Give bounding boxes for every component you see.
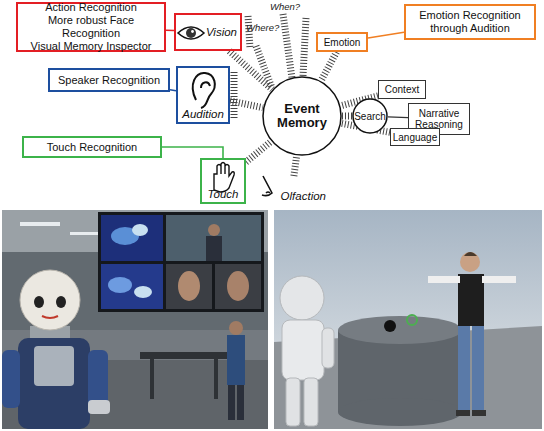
eye-icon [178, 27, 204, 39]
ear-icon [193, 73, 215, 108]
callout-box: Touch Recognition [22, 136, 162, 158]
modality-box: Vision [174, 13, 242, 51]
modality-label: Touch [208, 188, 239, 200]
hand-icon [214, 163, 234, 193]
connector-line [388, 116, 408, 118]
memory-circle: Event Memory [262, 76, 342, 156]
question-label: Where? [246, 22, 279, 33]
ladder-connector [229, 51, 272, 89]
node-label: Emotion [324, 37, 361, 48]
question-label: When? [270, 1, 300, 12]
callout-text: Touch Recognition [47, 141, 138, 154]
node-label: Language [393, 132, 438, 143]
simulation-render [274, 210, 542, 429]
lab-photo [2, 210, 268, 429]
modality-node: Olfaction [256, 176, 328, 204]
ladder-connector [294, 156, 297, 176]
callout-text: More robust Face Recognition [20, 14, 162, 40]
node-label: Search [354, 111, 386, 122]
modality-label: Vision [206, 26, 237, 38]
ladder-connector [230, 101, 263, 108]
callout-text: Visual Memory Inspector [31, 40, 152, 53]
node-label: Event Memory [271, 102, 333, 130]
node-label: Context [385, 84, 419, 95]
modality-label: Audition [182, 108, 224, 120]
nose-icon [262, 176, 272, 196]
ladder-connector [246, 141, 271, 162]
connector-line [368, 32, 404, 38]
ladder-connector [321, 52, 337, 81]
circle-shape [263, 77, 341, 155]
process-box: Language [390, 128, 440, 146]
callout-box: Emotion Recognition through Audition [404, 4, 536, 40]
connector-line [166, 29, 174, 31]
callout-box: Action RecognitionMore robust Face Recog… [16, 2, 166, 52]
callout-box: Speaker Recognition [48, 68, 170, 92]
callout-text: Action Recognition [45, 1, 137, 14]
circle-shape [353, 99, 387, 133]
modality-box: Audition [176, 66, 230, 124]
search-circle: Search [352, 98, 388, 134]
connector-line [162, 147, 223, 158]
modality-box: Touch [200, 158, 246, 204]
ladder-connector [342, 113, 352, 120]
node-label: Narrative Reasoning [410, 108, 468, 130]
process-box: Emotion [316, 32, 368, 52]
callout-text: Speaker Recognition [58, 74, 160, 87]
modality-label: Olfaction [281, 190, 326, 202]
callout-text: Emotion Recognition through Audition [408, 9, 532, 35]
process-box: Context [378, 80, 426, 99]
